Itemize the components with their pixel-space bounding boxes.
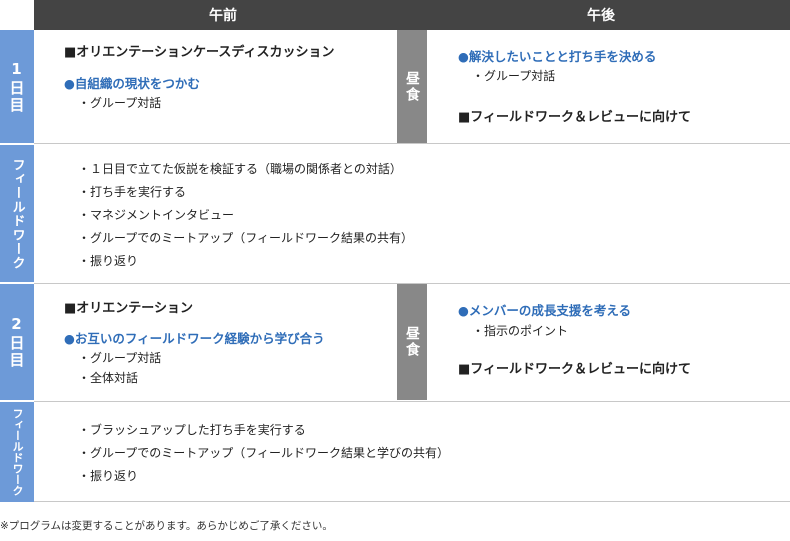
fieldwork1-item: ・マネジメントインタビュー [78, 208, 235, 222]
day2-am-topic: ●お互いのフィールドワーク経験から学び合う [64, 331, 325, 346]
footnote: ※プログラムは変更することがあります。あらかじめご了承ください。 [0, 520, 333, 532]
fieldwork2-item: ・振り返り [78, 469, 139, 483]
day2-pm-title: ■フィールドワーク＆レビューに向けて [458, 362, 692, 377]
fieldwork1-item: ・グループでのミートアップ（フィールドワーク結果の共有） [78, 231, 414, 245]
day1-am-topic: ●自組織の現状をつかむ [64, 76, 200, 91]
fieldwork2-item: ・グループでのミートアップ（フィールドワーク結果と学びの共有） [78, 446, 450, 460]
fieldwork1-item: ・振り返り [78, 254, 139, 268]
day1-lunch: 昼食 [397, 30, 427, 143]
row-divider [34, 283, 790, 284]
day2-am-bullet: ・グループ対話 [78, 351, 162, 365]
day1-am-bullet: ・グループ対話 [78, 96, 162, 110]
row-divider [34, 143, 790, 144]
side-fieldwork1: フィールドワーク [0, 145, 34, 282]
day2-am-bullet: ・全体対話 [78, 371, 139, 385]
side-day1: 1日目 [0, 30, 34, 143]
header-pm: 午後 [587, 8, 615, 24]
fieldwork2-item: ・ブラッシュアップした打ち手を実行する [78, 423, 306, 437]
row-divider [34, 401, 790, 402]
fieldwork1-item: ・１日目で立てた仮説を検証する（職場の関係者との対話） [78, 162, 402, 176]
day2-am-title: ■オリエンテーション [64, 301, 194, 316]
day1-pm-topic: ●解決したいことと打ち手を決める [458, 49, 657, 64]
day1-pm-title: ■フィールドワーク＆レビューに向けて [458, 110, 692, 125]
day1-am-title: ■オリエンテーションケースディスカッション [64, 45, 335, 60]
header-am: 午前 [209, 8, 237, 24]
row-divider [34, 501, 790, 502]
day2-pm-topic: ●メンバーの成長支援を考える [458, 303, 632, 318]
side-fieldwork2: フィールドワーク [0, 402, 34, 502]
fieldwork1-item: ・打ち手を実行する [78, 185, 187, 199]
schedule-header [34, 0, 790, 30]
day2-lunch: 昼食 [397, 284, 427, 400]
day2-pm-bullet: ・指示のポイント [472, 324, 569, 338]
side-day2: 2日目 [0, 284, 34, 400]
day1-pm-bullet: ・グループ対話 [472, 69, 556, 83]
